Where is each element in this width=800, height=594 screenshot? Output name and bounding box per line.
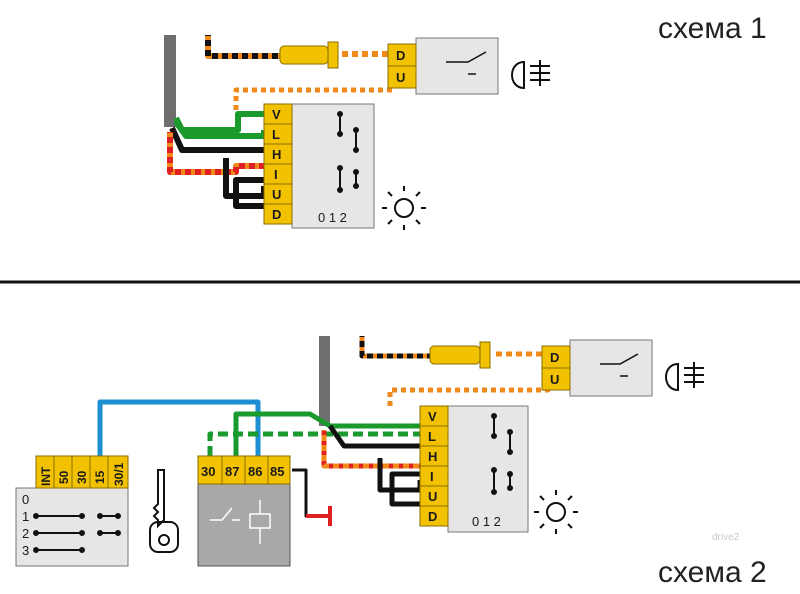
scheme-2: схема 2 drive2: [15, 336, 767, 589]
switch2-pin-v: V: [428, 409, 437, 424]
switch-pin-l: L: [272, 127, 280, 142]
light-bulb-icon: [534, 490, 578, 534]
key-icon: [149, 469, 179, 553]
ign-pin-int: INT: [39, 466, 53, 486]
lamp-connector: D U: [387, 37, 499, 95]
watermark: drive2: [712, 532, 740, 543]
switch2-pin-h: H: [428, 449, 437, 464]
switch-pin-i: I: [274, 167, 278, 182]
relay-pin-86: 86: [248, 464, 262, 479]
relay-pin-87: 87: [225, 464, 239, 479]
wire-bundle-2: [319, 336, 330, 426]
ign-row-1: 1: [22, 509, 29, 524]
switch-pin-u: U: [272, 187, 281, 202]
ign-pin-30-1: 30/1: [112, 462, 126, 486]
switch-positions: 0 1 2: [318, 210, 347, 225]
switch2-pin-i: I: [430, 469, 434, 484]
switch2-pin-u: U: [428, 489, 437, 504]
switch-pin-h: H: [272, 147, 281, 162]
lamp2-pin-u: U: [550, 372, 559, 387]
headlight-switch: V L H I U D 0 1 2: [263, 103, 375, 229]
lamp-pin-d: D: [396, 48, 405, 63]
lamp2-pin-d: D: [550, 350, 559, 365]
ign-row-0: 0: [22, 492, 29, 507]
ignition-switch: INT 50 30 15 30/1 0 1 2 3: [15, 455, 129, 567]
scheme-1-caption: схема 1: [658, 12, 767, 45]
lamp-connector-2: D U: [541, 339, 653, 397]
fog-lamp-icon: [665, 362, 704, 392]
scheme-2-caption: схема 2: [658, 556, 767, 589]
inline-fuse-2: [429, 341, 491, 369]
ign-pin-30: 30: [75, 470, 89, 484]
light-bulb-icon: [382, 186, 426, 230]
switch-pin-v: V: [272, 107, 281, 122]
ign-pin-15: 15: [93, 470, 107, 484]
switch-pin-d: D: [272, 207, 281, 222]
lamp-pin-u: U: [396, 70, 405, 85]
switch2-pin-d: D: [428, 509, 437, 524]
relay: 30 87 86 85: [197, 455, 291, 567]
headlight-switch-2: V L H I U D 0 1 2: [419, 405, 529, 533]
switch2-positions: 0 1 2: [472, 514, 501, 529]
ign-pin-50: 50: [57, 470, 71, 484]
fog-lamp-icon: [511, 60, 550, 90]
relay-pin-30: 30: [201, 464, 215, 479]
ground-icon: [306, 506, 332, 526]
switch2-pin-l: L: [428, 429, 436, 444]
ign-row-2: 2: [22, 526, 29, 541]
relay-pin-85: 85: [270, 464, 284, 479]
ign-row-3: 3: [22, 543, 29, 558]
scheme-1: схема 1 D: [164, 12, 767, 230]
inline-fuse: [279, 41, 339, 69]
wire-bundle: [164, 35, 176, 127]
